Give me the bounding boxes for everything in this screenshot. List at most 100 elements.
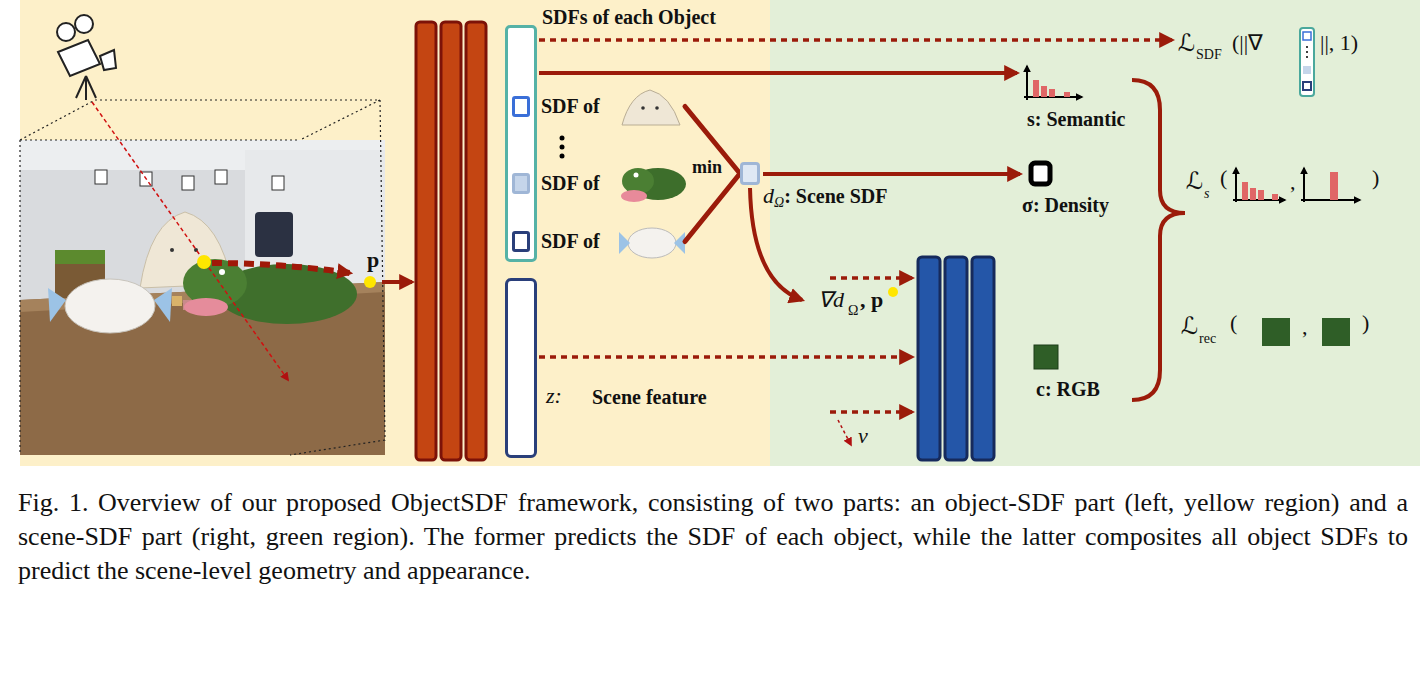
sdf-vector-icon — [1300, 28, 1314, 96]
node-label-part: Ω — [774, 195, 784, 210]
annotation-label: ℒ — [1178, 30, 1195, 56]
color-mlp — [918, 257, 994, 460]
object-icons — [628, 228, 676, 258]
scene-photo — [20, 140, 385, 455]
node-label: SDF of — [541, 172, 600, 194]
object-icons — [619, 232, 630, 254]
scene-photo — [184, 298, 228, 316]
object-sdf-row: SDF of — [505, 230, 685, 253]
node-label-part: d — [763, 183, 774, 208]
sdf-vector-icon — [1306, 51, 1308, 53]
sdf-vector-icon — [1303, 82, 1311, 90]
loss-histograms — [1303, 168, 1305, 202]
annotation-label: min — [692, 158, 722, 178]
color-mlp — [972, 257, 994, 460]
camera-ray — [364, 276, 376, 288]
annotation-label: ( — [1230, 311, 1237, 335]
annotation-label: (||∇ — [1232, 31, 1263, 55]
semantic-histogram — [1026, 66, 1028, 100]
rec-squares — [1322, 318, 1350, 346]
scene-photo — [219, 269, 225, 275]
region-backgrounds — [20, 0, 1420, 466]
camera-ray — [92, 102, 412, 380]
region-backgrounds — [20, 0, 770, 466]
annotation-label: c: RGB — [1036, 378, 1100, 400]
scene-sdf: dΩ: Scene SDF — [740, 162, 760, 185]
flow-arrows — [539, 40, 1172, 445]
brace — [1132, 80, 1185, 400]
loss-histograms — [1330, 172, 1338, 200]
sdf-vector-icon — [1303, 32, 1311, 40]
semantic-histogram — [1041, 86, 1047, 97]
loss-histograms — [1272, 194, 1278, 200]
semantic-histogram — [1033, 80, 1039, 97]
camera-icon — [75, 15, 93, 33]
camera-icon — [57, 15, 116, 100]
annotation-label: SDF — [1196, 47, 1222, 62]
camera-ray — [212, 263, 350, 273]
annotation-label: s — [1204, 186, 1209, 201]
scene-photo — [55, 250, 105, 264]
sdf-entry-square — [512, 173, 530, 194]
node-label-part: : Scene SDF — [784, 185, 887, 207]
loss-histograms — [1235, 168, 1237, 202]
annotation-label: , — [1302, 315, 1308, 339]
node-label: SDF of — [541, 95, 600, 117]
object-mlp — [416, 22, 436, 460]
scene-photo — [170, 248, 174, 252]
object-mlp — [416, 22, 486, 460]
object-icons — [621, 190, 647, 202]
object-sdf-row: SDF of — [505, 172, 685, 195]
scene-feature: z:Scene feature — [505, 278, 537, 458]
scene-photo — [272, 176, 284, 190]
sdf-vector-icon — [1300, 28, 1314, 96]
scene-photo — [48, 288, 66, 322]
sdf-entry-square — [512, 231, 530, 252]
flow-arrows — [830, 276, 912, 280]
object-icons — [622, 90, 680, 125]
object-icons — [655, 106, 659, 110]
object-icons — [622, 168, 654, 194]
annotation-label: ||, 1) — [1320, 31, 1358, 55]
scene-photo — [154, 288, 172, 322]
min-merge-line — [685, 174, 740, 242]
brace — [1132, 80, 1185, 400]
annotation-label: Ω — [848, 303, 858, 318]
ellipsis-dots — [560, 154, 565, 159]
object-icons — [634, 173, 639, 178]
annotation-label: , — [1290, 170, 1296, 194]
camera-ray — [197, 255, 211, 269]
grad-dot — [888, 287, 898, 297]
sdf-vector: SDFs of each ObjectSDF ofSDF ofSDF of — [505, 0, 537, 262]
annotation-label: rec — [1199, 331, 1216, 346]
semantic-histogram — [1049, 89, 1055, 97]
node-label: SDFs of each Object — [542, 6, 716, 28]
flow-arrows — [539, 38, 1172, 42]
flow-arrows — [539, 355, 912, 359]
vector-outline — [505, 25, 537, 262]
region-backgrounds — [770, 0, 1420, 466]
annotation-label: ) — [1372, 166, 1379, 190]
density-square — [1031, 163, 1050, 184]
object-icons — [641, 106, 645, 110]
scene-photo — [215, 170, 227, 184]
scene-photo — [20, 140, 385, 455]
loss-histograms — [1242, 182, 1248, 200]
scene-photo — [255, 212, 293, 257]
annotation-label: p — [367, 248, 379, 272]
scene-photo — [182, 176, 194, 190]
camera-icon — [58, 40, 100, 76]
object-mlp — [441, 22, 461, 460]
scene-photo — [65, 279, 155, 333]
camera-ray — [92, 102, 288, 380]
rgb-square — [1034, 345, 1058, 369]
ellipsis-dots — [560, 145, 565, 150]
camera-icon — [57, 23, 75, 41]
scene-photo — [172, 296, 182, 306]
sdf-vector-icon — [1306, 56, 1308, 58]
camera-ray — [382, 280, 412, 284]
camera-icon — [100, 50, 116, 70]
node-label: dΩ: Scene SDF — [763, 184, 887, 211]
